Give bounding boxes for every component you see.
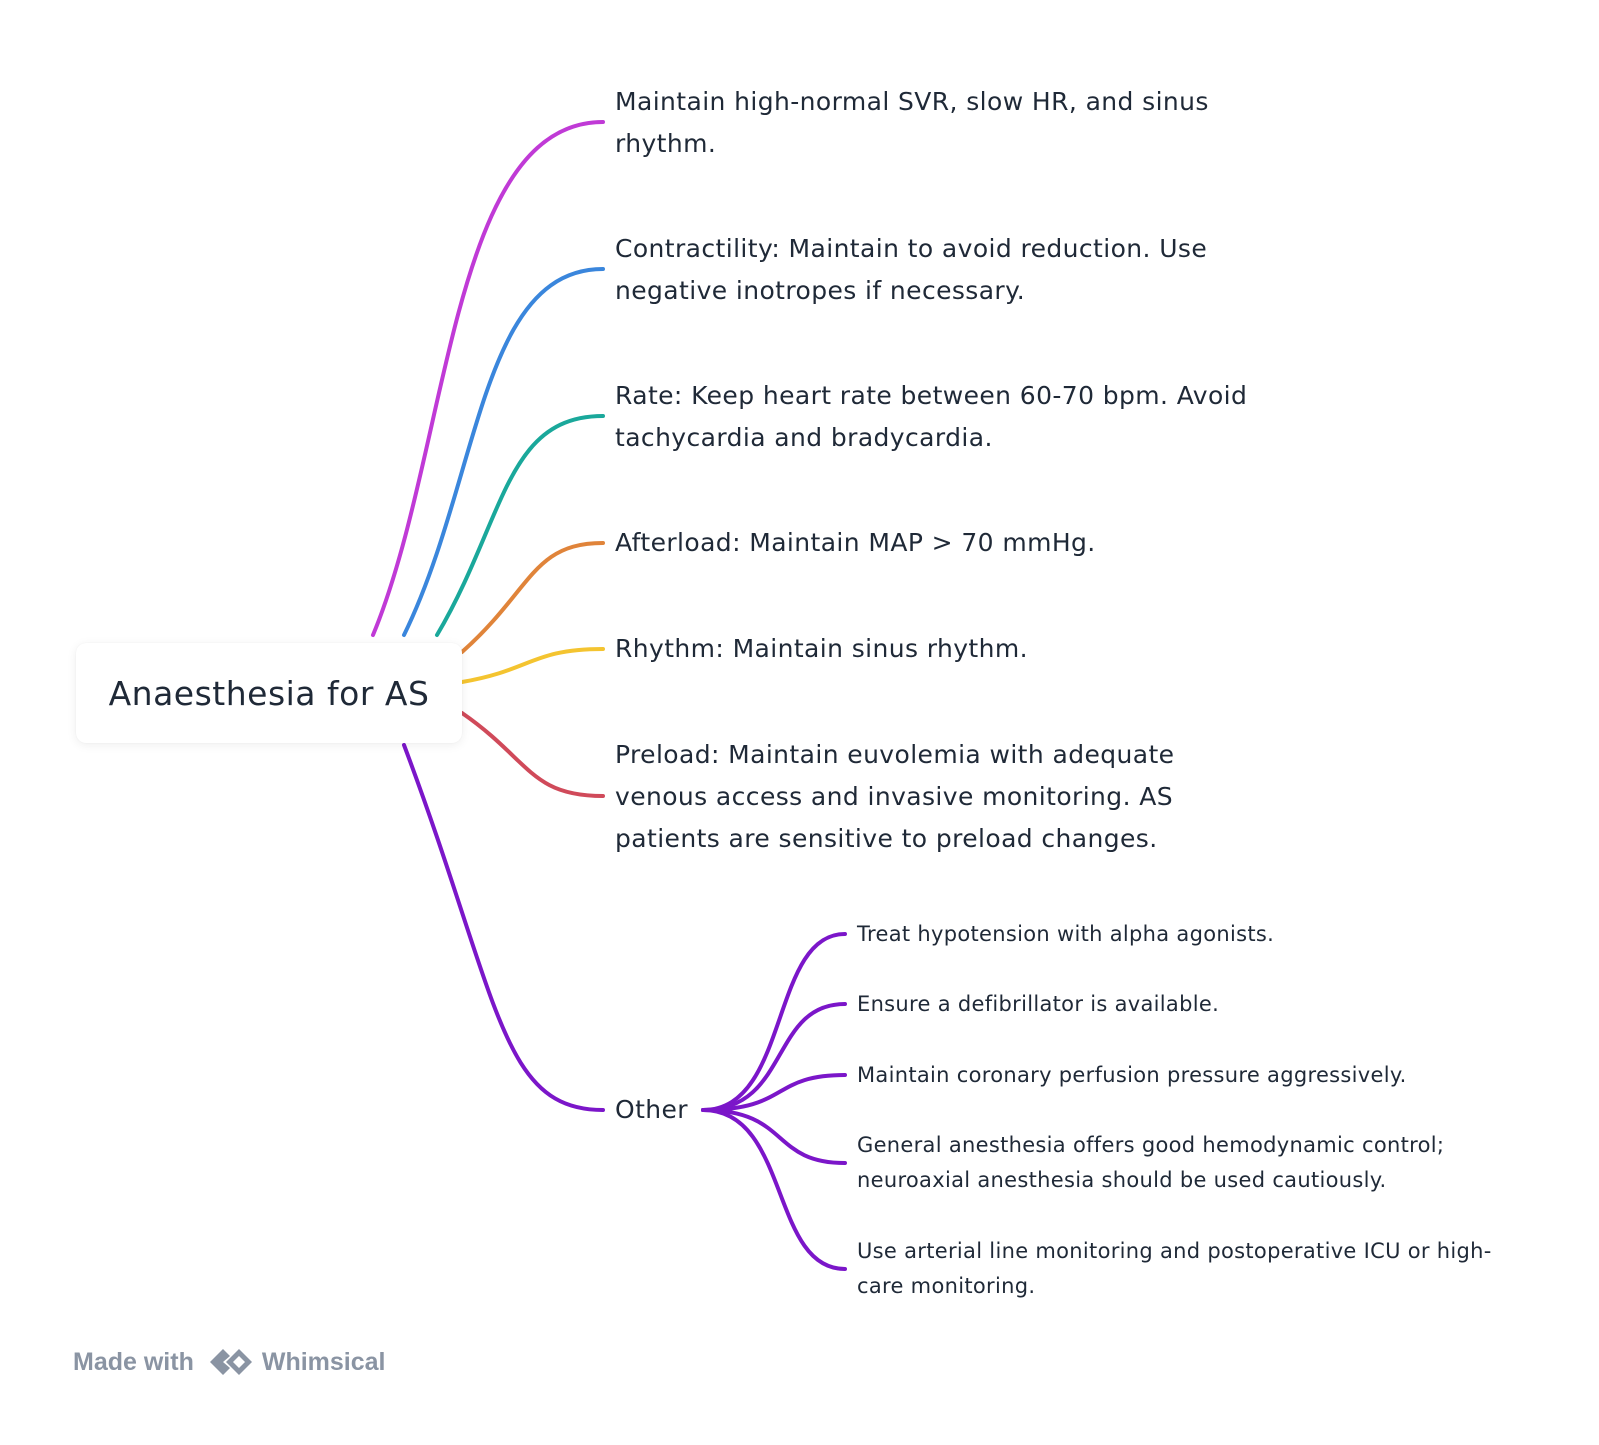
other-child-1[interactable]: Treat hypotension with alpha agonists. xyxy=(857,922,1275,946)
connector-other-child-1 xyxy=(701,932,847,1112)
connector-other-child-4 xyxy=(701,1108,847,1165)
other-child-3[interactable]: Maintain coronary perfusion pressure agg… xyxy=(857,1063,1407,1087)
whimsical-logo-icon xyxy=(206,1342,256,1382)
connector-other-child-2 xyxy=(701,1002,847,1112)
connector-contractility xyxy=(402,267,605,637)
connector-preload xyxy=(460,711,605,798)
branch-rate[interactable]: Rate: Keep heart rate between 60-70 bpm.… xyxy=(615,381,1248,452)
connector-rhythm xyxy=(460,647,605,684)
connector-afterload xyxy=(460,541,605,654)
branch-maintain-svr[interactable]: Maintain high-normal SVR, slow HR, and s… xyxy=(615,87,1209,158)
branch-contractility[interactable]: Contractility: Maintain to avoid reducti… xyxy=(615,234,1208,305)
connector-other xyxy=(402,743,605,1112)
root-label: Anaesthesia for AS xyxy=(108,673,430,713)
branch-other[interactable]: Other xyxy=(615,1095,688,1124)
whimsical-brand: Whimsical xyxy=(261,1347,386,1376)
branch-rhythm[interactable]: Rhythm: Maintain sinus rhythm. xyxy=(615,634,1028,663)
other-child-2[interactable]: Ensure a defibrillator is available. xyxy=(857,992,1220,1016)
made-with-label: Made with xyxy=(73,1347,194,1376)
other-child-4[interactable]: General anesthesia offers good hemodynam… xyxy=(857,1133,1445,1192)
branch-preload[interactable]: Preload: Maintain euvolemia with adequat… xyxy=(615,740,1175,853)
made-with-whimsical-badge[interactable]: Made with Whimsical xyxy=(73,1342,386,1382)
connector-other-child-3 xyxy=(701,1073,847,1112)
branch-afterload[interactable]: Afterload: Maintain MAP > 70 mmHg. xyxy=(615,528,1096,557)
other-child-5[interactable]: Use arterial line monitoring and postope… xyxy=(857,1239,1492,1298)
connector-maintain-svr xyxy=(371,120,605,637)
connector-rate xyxy=(435,414,605,637)
root-node[interactable]: Anaesthesia for AS xyxy=(76,643,462,743)
connector-other-child-5 xyxy=(701,1108,847,1271)
